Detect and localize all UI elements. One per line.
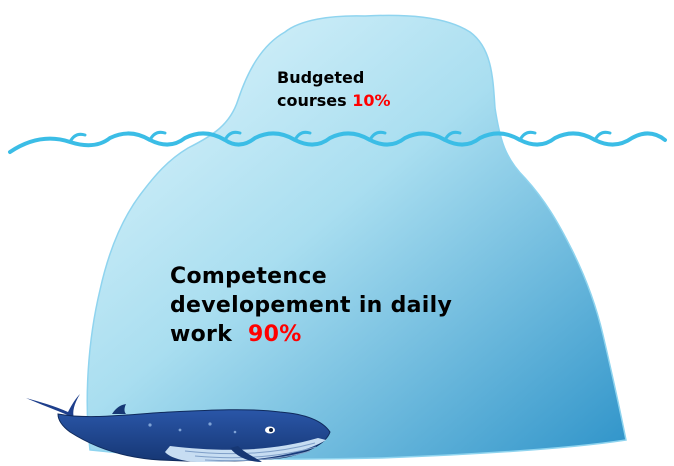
tip-label-line2: courses 10% <box>277 89 391 112</box>
wave-line-highlight <box>68 130 612 144</box>
underwater-label-line3: work 90% <box>170 320 452 349</box>
underwater-label-line1: Competence <box>170 264 327 289</box>
whale-icon <box>26 394 331 462</box>
underwater-label-work: work <box>170 322 233 347</box>
wave-line-icon <box>8 131 667 154</box>
underwater-label: Competence developement in daily work 90… <box>170 262 452 349</box>
tip-percent: 10% <box>352 91 391 110</box>
underwater-label-line2: developement in daily <box>170 293 453 318</box>
tip-label: Budgeted courses 10% <box>277 66 391 112</box>
tip-label-courses: courses <box>277 91 347 110</box>
tip-label-line1: Budgeted <box>277 68 365 87</box>
underwater-percent: 90% <box>248 322 302 347</box>
iceberg <box>86 14 627 460</box>
